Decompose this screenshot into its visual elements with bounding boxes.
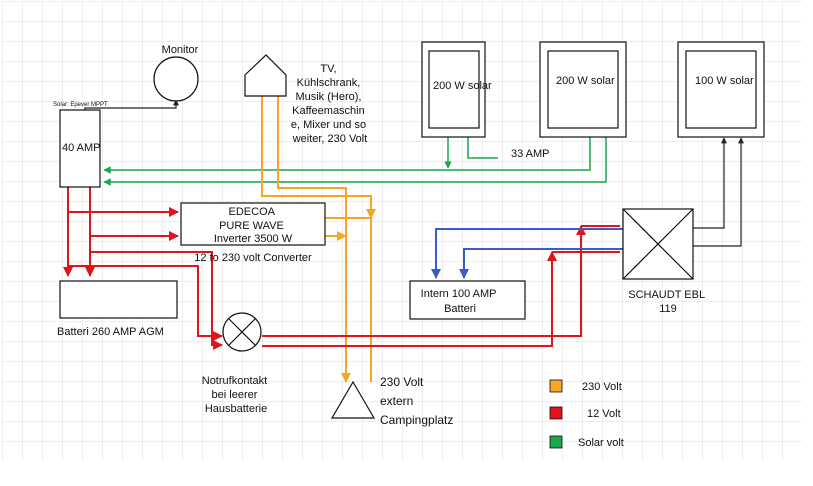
wire-ebl-panel3-b [693, 137, 727, 229]
volt12-wires [63, 187, 620, 350]
wire-12-g [262, 225, 586, 337]
ebl-label: SCHAUDT EBL 119 [628, 289, 707, 315]
wire-ebl-panel3-a [693, 137, 744, 247]
legend-label-230v: 230 Volt [582, 381, 622, 393]
wire-230-a [261, 96, 376, 219]
solar-current-label: 33 AMP [511, 148, 550, 160]
external-power-icon[interactable] [330, 380, 376, 419]
charge-controller[interactable] [59, 109, 101, 188]
battery-intern[interactable] [409, 280, 526, 320]
appliances-house-icon[interactable] [244, 54, 287, 97]
solar-panel-1-label: 200 W solar [433, 80, 492, 92]
solar-panel-2-label: 200 W solar [556, 75, 615, 87]
emergency-label: Notrufkontakt bei leerer Hausbatterie [202, 375, 270, 415]
legend-swatch-solar [549, 435, 563, 449]
legend-label-12v: 12 Volt [587, 408, 621, 420]
wire-solar-3 [103, 137, 607, 186]
inverter-caption: 12 to 230 volt Converter [194, 252, 312, 264]
emergency-contact-icon[interactable] [222, 312, 262, 352]
inverter[interactable] [180, 202, 326, 246]
battery-main-label: Batteri 260 AMP AGM [57, 326, 164, 338]
battery-main[interactable] [59, 280, 178, 319]
legend-swatch-12v [549, 406, 563, 420]
controller-caption: Solar: Epever MPPT [53, 102, 108, 108]
wire-blue-b [459, 248, 623, 279]
solar-panel-2[interactable]: 200 W solar [539, 41, 627, 138]
wire-12-h [262, 251, 557, 347]
legend-label-solar: Solar volt [578, 437, 624, 449]
solar-panel-3[interactable]: 100 W solar [677, 41, 765, 138]
dc-link-wires [431, 228, 623, 279]
wire-solar-2 [103, 137, 591, 174]
wire-12-e [68, 265, 223, 341]
controller-value: 40 AMP [62, 142, 101, 154]
inverter-label: EDECOA PURE WAVE Inverter 3500 W [214, 206, 293, 245]
wire-230-c [325, 217, 372, 382]
battery-intern-label: Intern 100 AMP Batteri [421, 288, 500, 315]
legend-swatch-230v [549, 379, 563, 393]
solar-wires [103, 137, 607, 186]
monitor-icon[interactable] [153, 56, 199, 102]
wire-12-f [90, 251, 223, 350]
wire-230-b [277, 96, 351, 383]
legend: 230 Volt 12 Volt Solar volt [549, 379, 624, 449]
wire-solar-4 [467, 137, 498, 159]
schaudt-ebl[interactable] [622, 208, 694, 280]
monitor-label: Monitor [162, 44, 199, 56]
external-label: 230 Volt extern Campingplatz [380, 375, 453, 427]
appliances-label: TV, Kühlschrank, Musik (Hero), Kaffeemas… [291, 63, 369, 145]
volt230-wires [261, 96, 376, 383]
solar-panel-1[interactable]: 200 W solar [421, 41, 492, 138]
solar-panel-3-label: 100 W solar [695, 75, 754, 87]
wire-blue-a [431, 228, 623, 279]
